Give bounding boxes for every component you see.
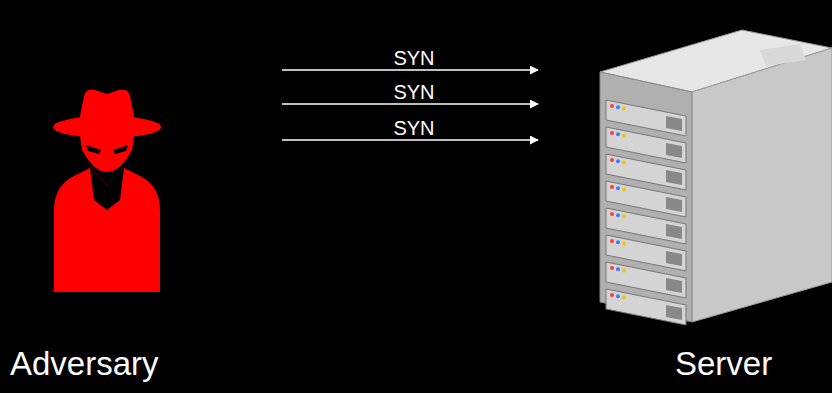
spy-icon (53, 90, 161, 292)
spy-collar (90, 168, 124, 210)
server-slot (606, 289, 686, 325)
edge-label: SYN (393, 118, 434, 138)
message-arrow (282, 69, 538, 71)
adversary-node: Adversary (10, 40, 282, 388)
node-label: Adversary (10, 346, 282, 382)
server-icon (600, 30, 832, 325)
node-label: Server (675, 346, 832, 382)
server-node: Server (538, 20, 832, 388)
spy-eyes (86, 145, 128, 154)
edge-label: SYN (393, 48, 434, 68)
edge-label: SYN (393, 82, 434, 102)
message-arrow (282, 103, 538, 105)
message-arrow (282, 139, 538, 141)
